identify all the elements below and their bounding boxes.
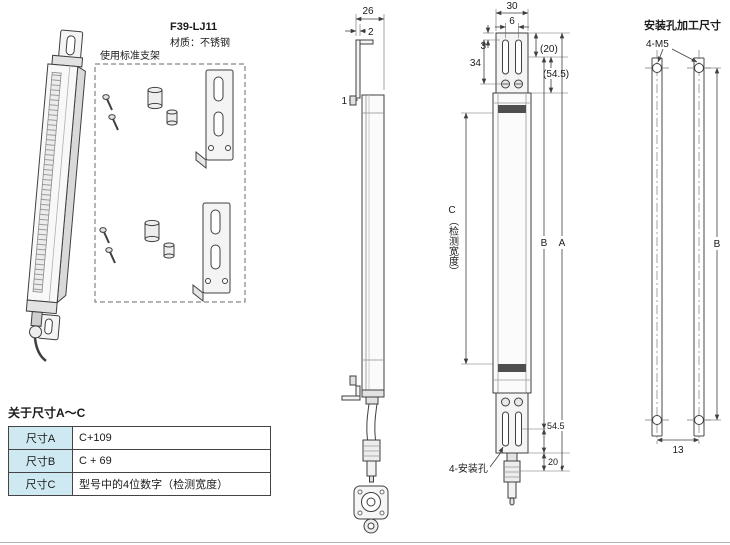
isometric-device-view	[25, 29, 86, 362]
mounting-hole	[652, 63, 662, 73]
dim-a-value-cell: C+109	[72, 426, 271, 450]
dim-3: 3	[480, 41, 486, 52]
top-bracket-side	[355, 39, 361, 99]
table-row-dim-b: 尺寸B C + 69	[8, 449, 271, 473]
table-row-dim-c: 尺寸C 型号中的4位数字（检测宽度）	[8, 472, 271, 496]
mounting-hole	[652, 415, 662, 425]
table-row-dim-a: 尺寸A C+109	[8, 426, 271, 450]
dim-c-label-cell: 尺寸C	[8, 472, 73, 496]
bottom-dark-band	[498, 364, 526, 372]
bottom-bracket-front	[495, 392, 529, 454]
cable-connector-side	[361, 389, 385, 483]
dashed-box	[94, 63, 246, 303]
dim-54-5: 54.5	[547, 421, 565, 431]
thread-size-label: 4-M5	[646, 39, 669, 50]
side-view: 26 2 1	[341, 6, 389, 534]
dim-20-ref: (20)	[540, 44, 558, 55]
bottom-end-view	[353, 485, 389, 534]
mount-holes-label: 4-安装孔	[449, 462, 488, 475]
dimension-table-title: 关于尺寸A～C	[8, 406, 86, 420]
bracket-plate	[195, 69, 234, 170]
material-label: 材质：不锈钢	[170, 36, 230, 49]
dimension-table-section: 关于尺寸A～C 尺寸A C+109 尺寸B C + 69 尺寸C 型号中的4位数…	[8, 404, 271, 496]
mounting-rails	[651, 57, 705, 437]
dim-b: B	[541, 238, 548, 249]
hole-layout-view: 安装孔加工尺寸 4-M5 B 13	[644, 18, 723, 456]
dimension-table: 尺寸A C+109 尺寸B C + 69 尺寸C 型号中的4位数字（检测宽度）	[8, 426, 271, 496]
hole-layout-title: 安装孔加工尺寸	[644, 18, 721, 32]
bracket-note-label: 使用标准支架	[100, 49, 160, 62]
top-screw-side	[349, 95, 357, 106]
top-dark-band	[498, 105, 526, 113]
dim-a-label-cell: 尺寸A	[8, 426, 73, 450]
dim-30: 30	[506, 1, 518, 12]
body-side	[361, 94, 385, 391]
dim-34: 34	[470, 58, 482, 69]
dim-26: 26	[362, 6, 374, 17]
bracket-parts-set-bottom	[98, 202, 231, 302]
front-view-dimensions: 30 6 3 34 (20) (54.5)	[447, 1, 575, 475]
side-view-dimensions: 26 2 1	[341, 6, 385, 107]
bracket-spacers	[147, 86, 178, 126]
callout-1: 1	[341, 96, 347, 107]
dim-a: A	[559, 238, 566, 249]
bottom-screw-side	[349, 375, 357, 386]
body-front	[492, 92, 532, 394]
dim-2: 2	[368, 27, 374, 38]
front-view: 30 6 3 34 (20) (54.5)	[447, 1, 575, 506]
hole-dim-13: 13	[672, 445, 684, 456]
model-label: F39-LJ11	[170, 21, 217, 33]
dim-20: 20	[548, 457, 558, 467]
hole-dim-b: B	[714, 239, 721, 250]
dim-c-detection-width: C（检测宽度）	[447, 205, 459, 276]
dim-6: 6	[509, 16, 515, 27]
dim-b-value-cell: C + 69	[72, 449, 271, 473]
bracket-screws	[102, 94, 119, 131]
mounting-hole	[694, 415, 704, 425]
dim-c-value-cell: 型号中的4位数字（检测宽度）	[72, 472, 271, 496]
standard-bracket-box	[94, 63, 246, 303]
bracket-parts-set	[102, 69, 234, 170]
mounting-hole	[694, 63, 704, 73]
page-bottom-rule	[0, 542, 730, 543]
connector-front	[503, 452, 521, 506]
dim-54-5-ref: (54.5)	[543, 69, 569, 80]
dim-b-label-cell: 尺寸B	[8, 449, 73, 473]
